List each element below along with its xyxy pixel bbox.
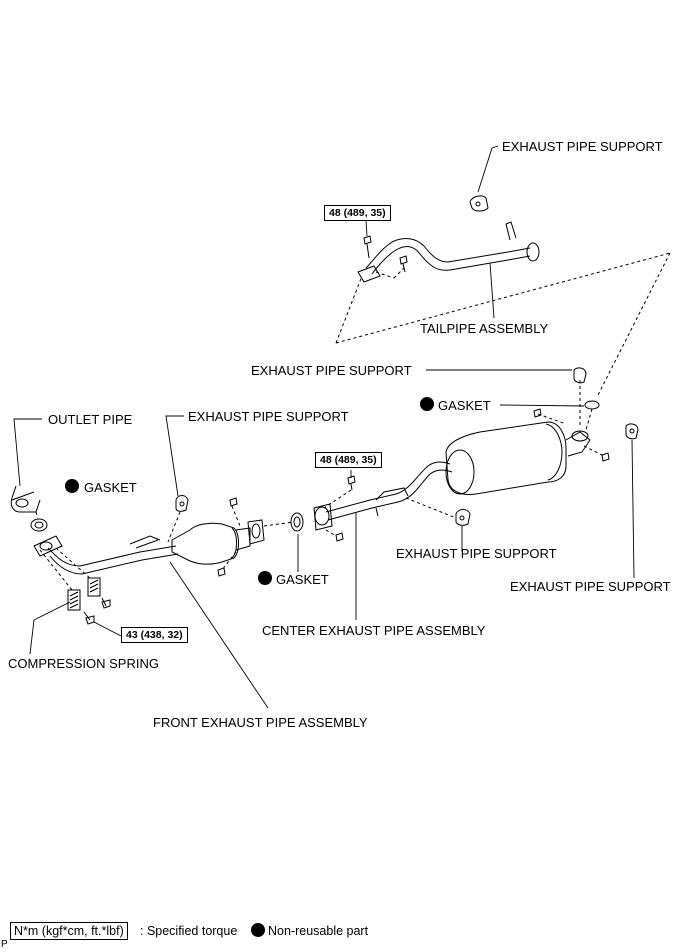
compression-spring-part <box>67 577 111 625</box>
tailpipe-support-part <box>469 195 489 212</box>
outlet-pipe-part <box>10 485 41 513</box>
legend-torque-box: N*m (kgf*cm, ft.*lbf) <box>10 922 128 940</box>
label-gasket-center: GASKET <box>276 572 329 587</box>
nonreusable-dot-center-gasket <box>258 571 272 585</box>
center-gasket-part <box>290 512 304 532</box>
label-exhaust-pipe-support-top: EXHAUST PIPE SUPPORT <box>502 139 663 154</box>
tailpipe-assembly-part <box>357 221 540 283</box>
front-support-part <box>175 495 189 512</box>
rear-gasket-part <box>584 400 600 410</box>
label-exhaust-pipe-support-front: EXHAUST PIPE SUPPORT <box>188 409 349 424</box>
front-exhaust-pipe-part <box>33 519 265 575</box>
label-tailpipe-assembly: TAILPIPE ASSEMBLY <box>420 321 549 336</box>
nonreusable-dot-front-gasket <box>65 479 79 493</box>
front-gasket-part <box>30 518 48 532</box>
label-gasket-front: GASKET <box>84 480 137 495</box>
center-support-part <box>455 367 639 526</box>
nonreusable-dot-rear-gasket <box>420 397 434 411</box>
label-compression-spring: COMPRESSION SPRING <box>8 656 159 671</box>
torque-tailpipe: 48 (489, 35) <box>324 205 391 221</box>
corner-mark: P <box>1 939 8 950</box>
center-exhaust-pipe-part <box>313 421 591 531</box>
label-exhaust-pipe-support-mid: EXHAUST PIPE SUPPORT <box>251 363 412 378</box>
torque-front-pipe: 43 (438, 32) <box>121 627 188 643</box>
legend-torque-text: : Specified torque <box>140 924 238 938</box>
label-front-exhaust-pipe-assembly: FRONT EXHAUST PIPE ASSEMBLY <box>153 715 368 730</box>
label-exhaust-pipe-support-rear: EXHAUST PIPE SUPPORT <box>510 579 671 594</box>
legend-nonreusable-dot <box>251 923 265 937</box>
legend-nonreusable-text: Non-reusable part <box>268 924 369 938</box>
torque-center-pipe: 48 (489, 35) <box>315 452 382 468</box>
label-gasket-rear: GASKET <box>438 398 491 413</box>
label-center-exhaust-pipe-assembly: CENTER EXHAUST PIPE ASSEMBLY <box>262 623 486 638</box>
label-outlet-pipe: OUTLET PIPE <box>48 412 133 427</box>
label-exhaust-pipe-support-center: EXHAUST PIPE SUPPORT <box>396 546 557 561</box>
